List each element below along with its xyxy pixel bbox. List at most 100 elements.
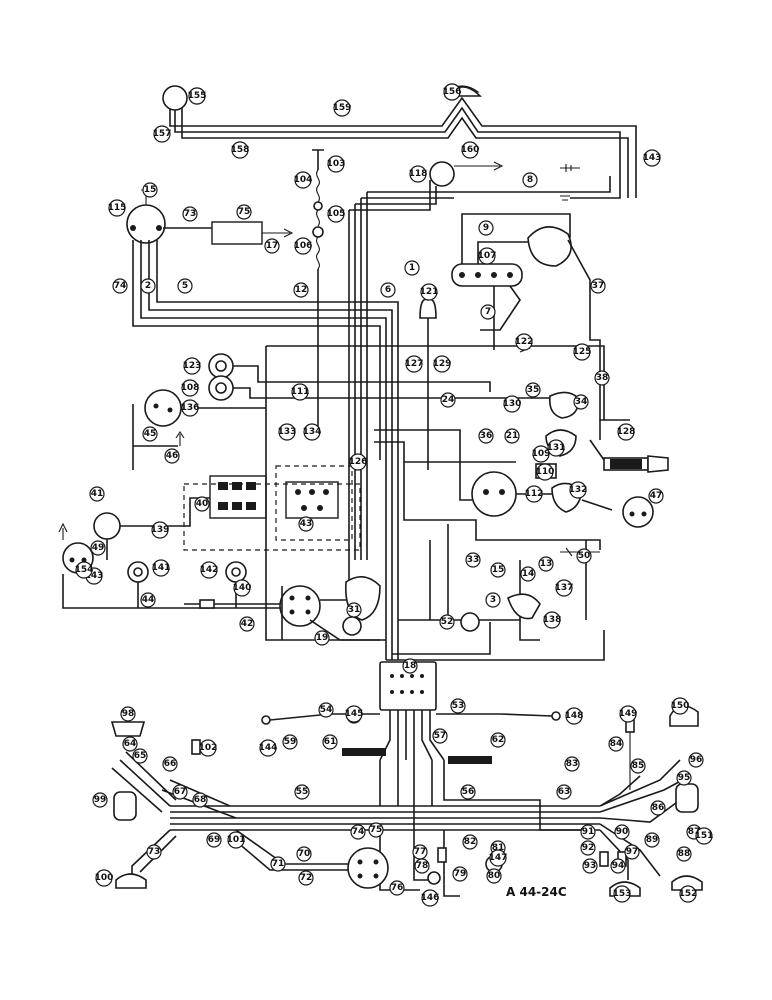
- callout-label: 97: [626, 847, 639, 857]
- callout-label: 69: [208, 835, 221, 845]
- callout-152: 152: [679, 885, 697, 903]
- callout-label: 112: [525, 489, 544, 499]
- callout-147: 147: [489, 849, 508, 867]
- callout-label: 123: [183, 361, 202, 371]
- callout-label: 41: [91, 489, 104, 499]
- callout-label: 91: [582, 827, 595, 837]
- callout-label: 101: [227, 835, 246, 845]
- callout-label: 149: [619, 709, 638, 719]
- callout-label: 145: [345, 709, 364, 719]
- callout-69: 69: [206, 832, 222, 848]
- callout-19: 19: [314, 630, 330, 646]
- callout-146: 146: [421, 889, 439, 907]
- callout-65: 65: [132, 748, 148, 764]
- callout-label: 49: [92, 543, 105, 553]
- terminal-148: [261, 715, 271, 725]
- callout-label: 75: [238, 207, 251, 217]
- callout-label: 35: [527, 385, 540, 395]
- callout-label: 143: [85, 571, 104, 581]
- lamp-122: [208, 353, 234, 379]
- callout-160: 160: [461, 141, 479, 159]
- callout-label: 14: [522, 569, 535, 579]
- callout-label: 133: [278, 427, 297, 437]
- callout-127: 127: [405, 355, 424, 373]
- callout-85: 85: [630, 758, 646, 774]
- callout-90: 90: [614, 824, 630, 840]
- callout-18: 18: [402, 658, 418, 674]
- callout-label: 154: [75, 565, 94, 575]
- callout-75: 75: [368, 822, 384, 838]
- callout-49: 49: [90, 540, 106, 556]
- callout-label: 159: [333, 103, 352, 113]
- callout-71: 71: [270, 856, 286, 872]
- wire-right-drops: [398, 462, 601, 621]
- callout-label: 37: [592, 281, 605, 291]
- callout-36: 36: [478, 428, 494, 444]
- callout-123: 123: [183, 357, 202, 375]
- callout-label: 85: [632, 761, 645, 771]
- callout-label: 144: [259, 743, 278, 753]
- callout-label: 140: [233, 583, 252, 593]
- callout-44: 44: [140, 592, 156, 608]
- callout-label: 79: [454, 869, 467, 879]
- callout-label: 33: [467, 555, 480, 565]
- callout-label: 74: [352, 827, 365, 837]
- callout-label: 81: [492, 843, 505, 853]
- fuse-box-125: [209, 475, 267, 519]
- lamp-158: [675, 783, 699, 813]
- callout-104: 104: [294, 171, 312, 189]
- callout-label: 45: [144, 429, 157, 439]
- callout-label: 128: [617, 427, 636, 437]
- callout-label: 89: [646, 835, 659, 845]
- callout-label: 52: [441, 617, 454, 627]
- callout-label: 147: [489, 853, 508, 863]
- callout-label: 127: [405, 359, 424, 369]
- callout-75: 75: [236, 204, 252, 220]
- callout-111: 111: [291, 383, 310, 401]
- lamp-123: [208, 375, 234, 401]
- wire-lower-right-loop: [386, 620, 605, 661]
- callout-label: 99: [94, 795, 107, 805]
- callout-3: 3: [485, 592, 501, 608]
- callout-94: 94: [610, 858, 626, 874]
- callout-83: 83: [564, 756, 580, 772]
- callout-15: 15: [142, 182, 158, 198]
- callout-93: 93: [582, 858, 598, 874]
- callout-150: 150: [671, 697, 689, 715]
- callout-95: 95: [676, 770, 692, 786]
- callout-14: 14: [520, 566, 536, 582]
- callout-label: 148: [565, 711, 584, 721]
- callout-label: 63: [558, 787, 571, 797]
- callout-label: 64: [124, 739, 137, 749]
- relay-138: [460, 612, 480, 632]
- callout-label: 156: [443, 87, 462, 97]
- callout-78: 78: [414, 858, 430, 874]
- callout-label: 55: [296, 787, 309, 797]
- callout-label: 71: [272, 859, 285, 869]
- callout-label: 77: [414, 847, 427, 857]
- terminal-strip-120: [451, 263, 523, 287]
- callout-label: 24: [442, 395, 455, 405]
- callout-72: 72: [298, 870, 314, 886]
- callout-label: 111: [291, 387, 310, 397]
- sleeve-left: [342, 748, 386, 756]
- callout-label: 12: [295, 285, 308, 295]
- callout-label: 7: [485, 307, 491, 317]
- callout-label: 139: [151, 525, 170, 535]
- lamp-145: [113, 791, 137, 821]
- callout-102: 102: [199, 739, 217, 757]
- callout-label: 36: [480, 431, 493, 441]
- callout-label: 65: [134, 751, 147, 761]
- callout-label: 110: [536, 467, 555, 477]
- callout-137: 137: [555, 579, 573, 597]
- callout-35: 35: [525, 382, 541, 398]
- callout-label: 107: [478, 251, 497, 261]
- callout-47: 47: [648, 488, 664, 504]
- callout-label: 134: [303, 427, 322, 437]
- callout-159: 159: [333, 99, 352, 117]
- callout-label: 83: [566, 759, 579, 769]
- callout-label: 53: [452, 701, 465, 711]
- callout-label: 93: [584, 861, 597, 871]
- callout-141: 141: [152, 559, 170, 577]
